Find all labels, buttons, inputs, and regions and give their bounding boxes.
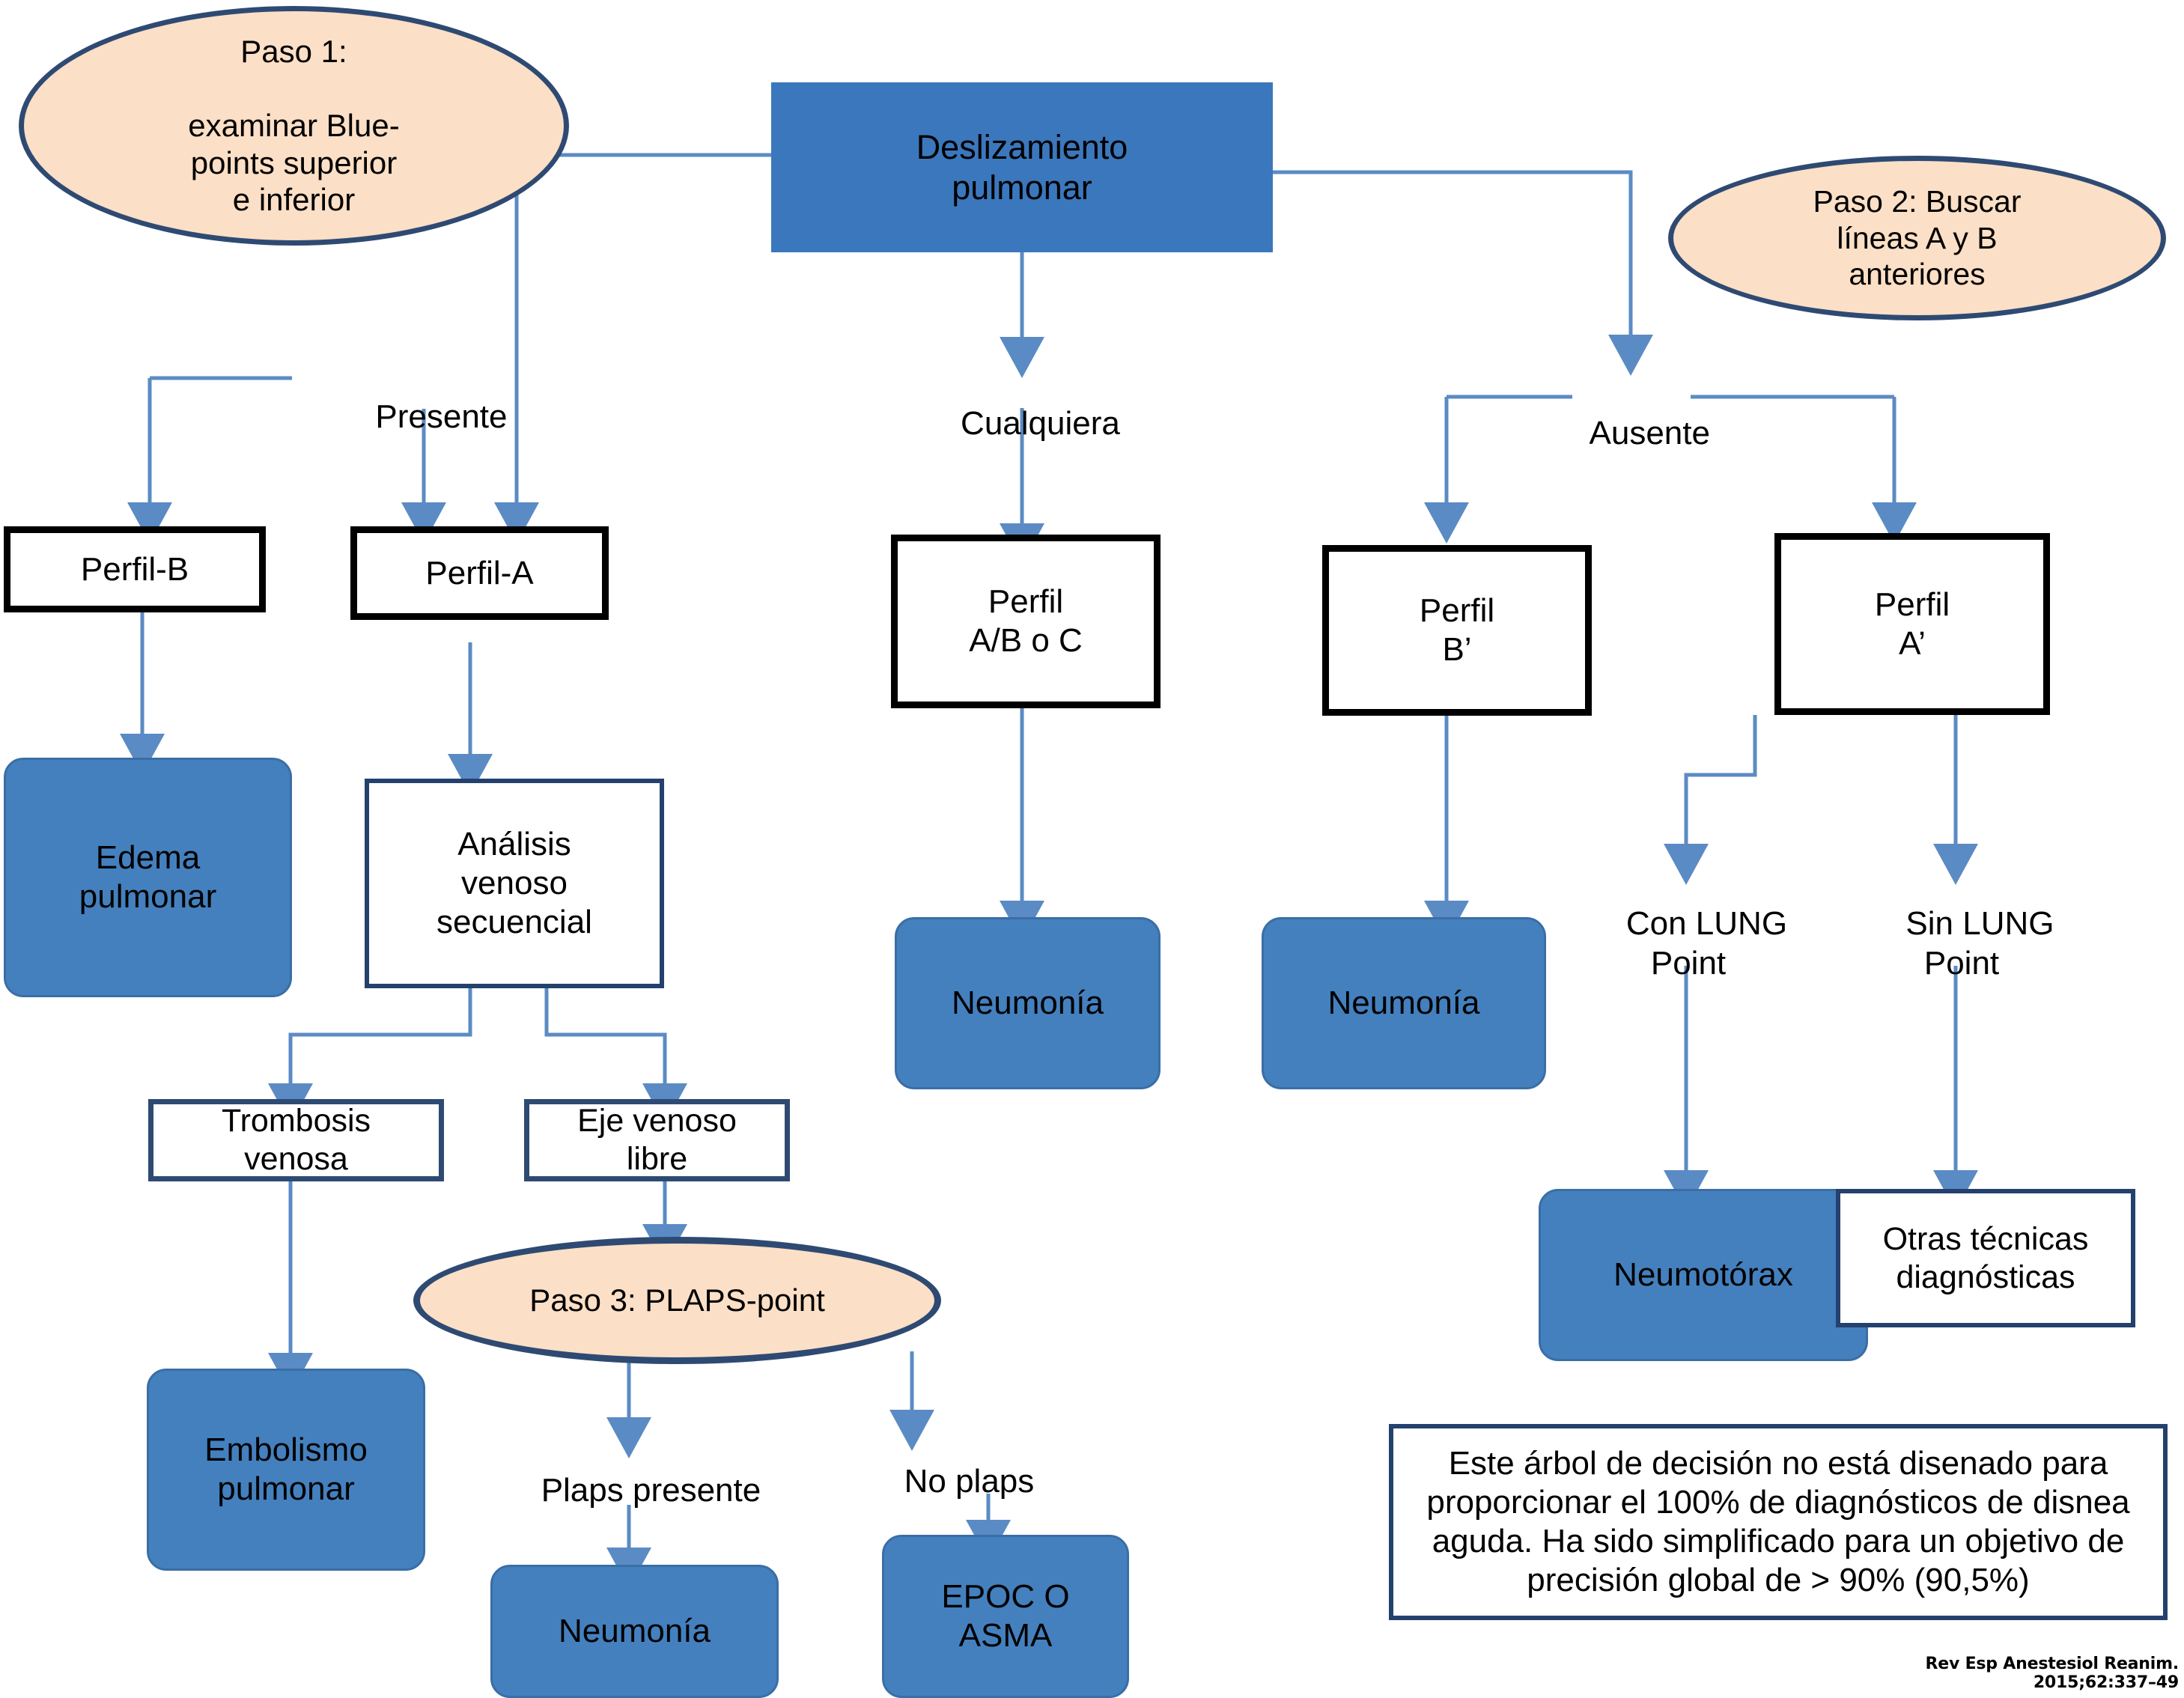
node-neumotorax[interactable]: Neumotórax [1539,1189,1868,1361]
node-epoc-o-asma-label: EPOC O ASMA [941,1578,1070,1654]
note-box-text: Este árbol de decisión no está disenado … [1426,1445,2130,1598]
branch-label-sin-lung-point-text: Sin LUNG Point [1905,904,2054,982]
edge-perfil-aprime-to-con-lung [1664,715,1757,885]
branch-label-no-plaps: No plaps [842,1422,1059,1541]
step-2-ellipse[interactable]: Paso 2: Buscar líneas A y B anteriores [1668,156,2166,320]
step-1-ellipse[interactable]: Paso 1: examinar Blue- points superior e… [19,6,569,246]
branch-label-cualquiera: Cualquiera [872,365,1172,483]
node-epoc-o-asma[interactable]: EPOC O ASMA [882,1535,1129,1698]
branch-label-plaps-presente-text: Plaps presente [541,1471,761,1509]
branch-label-presente: Presente [292,358,554,476]
node-embolismo-pulmonar[interactable]: Embolismo pulmonar [147,1369,425,1571]
node-analisis-venoso[interactable]: Análisis venoso secuencial [365,779,664,988]
node-eje-venoso-libre-label: Eje venoso libre [577,1103,737,1177]
node-edema-pulmonar-label: Edema pulmonar [79,839,217,915]
node-neumonia-b-prime-label: Neumonía [1327,985,1480,1022]
node-perfil-b-prime[interactable]: Perfil B’ [1322,545,1592,716]
branch-label-sin-lung-point: Sin LUNG Point [1838,865,2085,1023]
node-neumonia-b-prime[interactable]: Neumonía [1262,917,1546,1089]
branch-label-cualquiera-text: Cualquiera [961,404,1120,442]
edge-root-to-ausente [1273,170,1653,376]
node-perfil-a-prime-label: Perfil A’ [1874,585,1950,662]
root-node-deslizamiento-pulmonar[interactable]: Deslizamiento pulmonar [771,82,1273,252]
node-neumonia-plaps-label: Neumonía [558,1613,711,1650]
node-neumotorax-label: Neumotórax [1613,1256,1793,1294]
step-3-ellipse[interactable]: Paso 3: PLAPS-point [413,1237,941,1364]
node-neumonia-centro[interactable]: Neumonía [895,917,1161,1089]
node-analisis-venoso-label: Análisis venoso secuencial [437,826,592,940]
note-box: Este árbol de decisión no está disenado … [1389,1424,2168,1620]
node-perfil-b[interactable]: Perfil-B [4,526,266,612]
edge-root-to-perfil-a [494,153,771,544]
branch-label-ausente-text: Ausente [1589,414,1710,451]
step-1-label: Paso 1: examinar Blue- points superior e… [188,34,400,218]
node-perfil-a-prime[interactable]: Perfil A’ [1774,533,2050,715]
branch-label-con-lung-point-text: Con LUNG Point [1625,904,1788,982]
edge-analisis-to-trombosis [268,988,472,1125]
node-perfil-abc[interactable]: Perfil A/B o C [891,535,1161,708]
node-neumonia-centro-label: Neumonía [951,985,1104,1022]
step-3-label: Paso 3: PLAPS-point [529,1282,825,1318]
node-perfil-b-prime-label: Perfil B’ [1419,592,1495,668]
citation-text: Rev Esp Anestesiol Reanim. 2015;62:337–4… [1925,1655,2180,1692]
node-otras-tecnicas-label: Otras técnicas diagnósticas [1882,1220,2089,1295]
citation: Rev Esp Anestesiol Reanim. 2015;62:337–4… [1864,1655,2180,1692]
branch-label-plaps-presente: Plaps presente [487,1431,779,1550]
root-node-label: Deslizamiento pulmonar [916,128,1128,207]
node-trombosis-venosa[interactable]: Trombosis venosa [148,1099,444,1181]
node-embolismo-pulmonar-label: Embolismo pulmonar [204,1431,368,1507]
node-otras-tecnicas[interactable]: Otras técnicas diagnósticas [1836,1189,2135,1327]
node-neumonia-plaps[interactable]: Neumonía [490,1565,779,1698]
node-perfil-a-label: Perfil-A [425,554,534,591]
node-perfil-a[interactable]: Perfil-A [350,526,609,620]
node-perfil-b-label: Perfil-B [80,550,189,588]
branch-label-ausente: Ausente [1512,374,1752,493]
step-2-label: Paso 2: Buscar líneas A y B anteriores [1813,184,2022,292]
node-perfil-abc-label: Perfil A/B o C [969,583,1083,659]
branch-label-con-lung-point: Con LUNG Point [1565,865,1812,1023]
node-edema-pulmonar[interactable]: Edema pulmonar [4,758,292,997]
branch-label-presente-text: Presente [375,398,508,435]
edge-analisis-to-eje-venoso [544,988,687,1125]
node-eje-venoso-libre[interactable]: Eje venoso libre [524,1099,790,1181]
node-trombosis-venosa-label: Trombosis venosa [221,1103,371,1177]
branch-label-no-plaps-text: No plaps [904,1462,1035,1500]
